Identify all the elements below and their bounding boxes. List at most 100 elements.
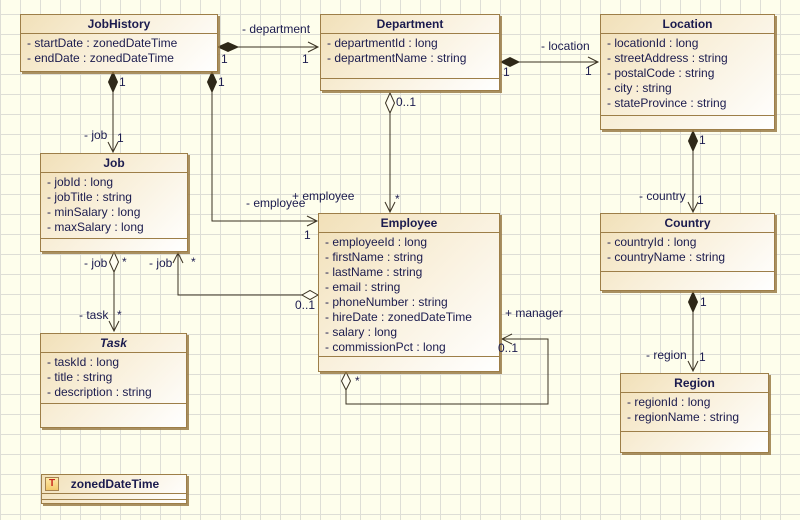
- attribute[interactable]: - locationId : long: [607, 36, 699, 50]
- class-job[interactable]: Job - jobId : long - jobTitle : string -…: [40, 153, 188, 252]
- attribute[interactable]: - jobId : long: [47, 175, 114, 189]
- association-jobhistory-department[interactable]: [216, 41, 320, 53]
- attribute[interactable]: - email : string: [325, 280, 401, 294]
- operations-compartment: [621, 431, 768, 452]
- attribute[interactable]: - postalCode : string: [607, 66, 715, 80]
- role-label-manager[interactable]: + manager: [505, 306, 563, 320]
- class-country[interactable]: Country - countryId : long - countryName…: [600, 213, 775, 291]
- role-label-country[interactable]: - country: [639, 189, 686, 203]
- multiplicity[interactable]: 1: [221, 52, 228, 66]
- attribute[interactable]: - firstName : string: [325, 250, 424, 264]
- attribute[interactable]: - title : string: [47, 370, 113, 384]
- datatype-icon: T: [45, 477, 59, 491]
- role-label-employee[interactable]: - employee: [246, 196, 306, 210]
- attribute[interactable]: - lastName : string: [325, 265, 423, 279]
- attributes-compartment: - jobId : long - jobTitle : string - min…: [41, 173, 187, 238]
- class-department[interactable]: Department - departmentId : long - depar…: [320, 14, 500, 91]
- attribute[interactable]: - commissionPct : long: [325, 340, 446, 354]
- attribute[interactable]: - regionName : string: [627, 410, 740, 424]
- role-label-job-source[interactable]: - job: [84, 256, 108, 270]
- attribute[interactable]: - countryName : string: [607, 250, 726, 264]
- attribute[interactable]: - description : string: [47, 385, 152, 399]
- attribute[interactable]: - minSalary : long: [47, 205, 141, 219]
- association-employee-manager[interactable]: [340, 333, 549, 405]
- association-department-location[interactable]: [499, 56, 600, 68]
- role-label-task[interactable]: - task: [79, 308, 109, 322]
- association-job-task[interactable]: [108, 250, 120, 333]
- attribute[interactable]: - departmentId : long: [327, 36, 438, 50]
- multiplicity[interactable]: 1: [218, 75, 225, 89]
- attribute[interactable]: - employeeId : long: [325, 235, 428, 249]
- attribute[interactable]: - city : string: [607, 81, 672, 95]
- attribute[interactable]: - salary : long: [325, 325, 398, 339]
- role-label-job[interactable]: - job: [84, 128, 108, 142]
- attribute[interactable]: - phoneNumber : string: [325, 295, 448, 309]
- multiplicity[interactable]: 0..1: [498, 341, 519, 355]
- class-title[interactable]: Task: [41, 334, 186, 353]
- class-title[interactable]: JobHistory: [21, 15, 217, 34]
- class-location[interactable]: Location - locationId : long - streetAdd…: [600, 14, 775, 130]
- class-employee[interactable]: Employee - employeeId : long - firstName…: [318, 213, 500, 372]
- class-title[interactable]: Location: [601, 15, 774, 34]
- multiplicity[interactable]: 1: [700, 295, 707, 309]
- attribute[interactable]: - regionId : long: [627, 395, 711, 409]
- multiplicity[interactable]: 1: [699, 350, 706, 364]
- multiplicity[interactable]: 1: [503, 65, 510, 79]
- operations-compartment: [601, 271, 774, 290]
- association-location-country[interactable]: [687, 129, 699, 214]
- class-region[interactable]: Region - regionId : long - regionName : …: [620, 373, 769, 453]
- attribute[interactable]: - taskId : long: [47, 355, 120, 369]
- multiplicity[interactable]: 1: [117, 131, 124, 145]
- multiplicity[interactable]: 1: [585, 64, 592, 78]
- multiplicity[interactable]: *: [122, 255, 127, 269]
- multiplicity[interactable]: 1: [302, 52, 309, 66]
- class-title[interactable]: Region: [621, 374, 768, 393]
- association-jobhistory-job[interactable]: [107, 70, 119, 154]
- datatype-compartment: [42, 499, 186, 503]
- attribute[interactable]: - stateProvince : string: [607, 96, 727, 110]
- attributes-compartment: - employeeId : long - firstName : string…: [319, 233, 499, 356]
- attribute[interactable]: - endDate : zonedDateTime: [27, 51, 174, 65]
- class-title[interactable]: Employee: [319, 214, 499, 233]
- role-label-region[interactable]: - region: [646, 348, 687, 362]
- operations-compartment: [321, 78, 499, 90]
- datatype-name[interactable]: zonedDateTime: [70, 477, 160, 491]
- association-jobhistory-employee[interactable]: [206, 70, 319, 227]
- multiplicity[interactable]: *: [355, 374, 360, 388]
- attribute[interactable]: - hireDate : zonedDateTime: [325, 310, 472, 324]
- multiplicity[interactable]: *: [395, 192, 400, 206]
- multiplicity[interactable]: 0..1: [396, 95, 417, 109]
- attributes-compartment: - startDate : zonedDateTime - endDate : …: [21, 34, 217, 71]
- multiplicity[interactable]: 1: [119, 75, 126, 89]
- multiplicity[interactable]: 1: [697, 193, 704, 207]
- class-title[interactable]: Job: [41, 154, 187, 173]
- datatype-zoneddatetime[interactable]: T zonedDateTime: [41, 474, 187, 504]
- association-country-region[interactable]: [687, 290, 699, 373]
- class-task[interactable]: Task - taskId : long - title : string - …: [40, 333, 187, 428]
- attribute[interactable]: - startDate : zonedDateTime: [27, 36, 178, 50]
- class-title[interactable]: Department: [321, 15, 499, 34]
- multiplicity[interactable]: 0..1: [295, 298, 316, 312]
- attributes-compartment: - departmentId : long - departmentName :…: [321, 34, 499, 78]
- operations-compartment: [41, 403, 186, 427]
- attribute[interactable]: - departmentName : string: [327, 51, 467, 65]
- role-label-job-2[interactable]: - job: [149, 256, 173, 270]
- role-label-employee-public[interactable]: + employee: [292, 189, 355, 203]
- class-title[interactable]: Country: [601, 214, 774, 233]
- association-department-employee[interactable]: [384, 91, 396, 214]
- multiplicity[interactable]: *: [191, 255, 196, 269]
- multiplicity[interactable]: *: [117, 308, 122, 322]
- class-jobhistory[interactable]: JobHistory - startDate : zonedDateTime -…: [20, 14, 218, 72]
- association-employee-job[interactable]: [172, 251, 320, 301]
- attribute[interactable]: - jobTitle : string: [47, 190, 132, 204]
- role-label-department[interactable]: - department: [242, 22, 311, 36]
- attribute[interactable]: - countryId : long: [607, 235, 697, 249]
- multiplicity[interactable]: 1: [699, 133, 706, 147]
- attributes-compartment: - locationId : long - streetAddress : st…: [601, 34, 774, 115]
- operations-compartment: [601, 115, 774, 129]
- attribute[interactable]: - maxSalary : long: [47, 220, 144, 234]
- attribute[interactable]: - streetAddress : string: [607, 51, 728, 65]
- role-label-location[interactable]: - location: [541, 39, 590, 53]
- multiplicity[interactable]: 1: [304, 228, 311, 242]
